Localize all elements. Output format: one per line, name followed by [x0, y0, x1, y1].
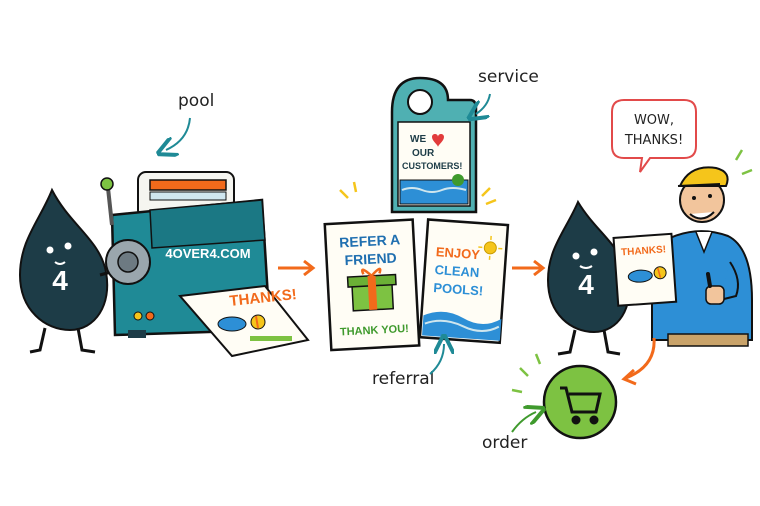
cart-icon: [560, 386, 602, 425]
door-hanger-customers: CUSTOMERS!: [402, 161, 462, 171]
printer-brand: 4OVER4.COM: [165, 246, 250, 261]
speech-line2: THANKS!: [624, 133, 683, 148]
gift-icon: [346, 267, 397, 312]
caption-pool: pool: [178, 91, 214, 111]
pool-card: ENJOY CLEAN POOLS!: [418, 218, 510, 345]
flow-arrow-3: [625, 337, 656, 380]
customer-person: [651, 149, 753, 347]
order-cart-badge: [511, 353, 618, 440]
caption-referral-arrow: [429, 344, 444, 375]
speech-line1: WOW,: [634, 113, 674, 128]
printer-machine: 4OVER4.COM THANKS!: [100, 171, 310, 358]
mascot-right: 4: [546, 199, 631, 356]
caption-order: order: [482, 433, 527, 453]
speech-bubble: WOW, THANKS!: [611, 99, 697, 173]
door-hanger: WE OUR CUSTOMERS!: [390, 76, 478, 214]
caption-referral: referral: [372, 369, 434, 389]
referral-card: REFER A FRIEND THANK YOU!: [323, 218, 421, 352]
heart-icon: [432, 134, 444, 147]
referral-card-footer: THANK YOU!: [340, 323, 409, 339]
pool-card-line2: CLEAN: [434, 262, 480, 280]
flow-arrow-3-head: [621, 368, 637, 386]
mascot-left-number: 4: [52, 265, 68, 296]
caption-order-group: order: [482, 412, 536, 453]
printout-text: THANKS!: [229, 286, 298, 310]
sun-icon: [478, 235, 503, 260]
door-hanger-our: OUR: [412, 148, 435, 159]
held-card-text: THANKS!: [621, 244, 667, 258]
caption-service-arrow: [476, 93, 491, 114]
pool-card-line1: ENJOY: [435, 244, 480, 262]
sparkles-cards: [339, 181, 497, 206]
referral-card-line1: REFER A: [339, 231, 401, 250]
caption-service-group: service: [476, 67, 539, 114]
mascot-right-number: 4: [578, 269, 594, 300]
held-thanks-card: THANKS!: [612, 232, 678, 307]
caption-order-arrow: [511, 412, 536, 433]
door-hanger-we: WE: [410, 134, 426, 145]
flow-arrow-2-head: [533, 259, 546, 277]
caption-pool-arrow: [166, 117, 191, 150]
caption-referral-group: referral: [372, 344, 444, 389]
flow-arrow-1-head: [303, 259, 316, 277]
pool-card-line3: POOLS!: [433, 280, 484, 298]
caption-pool-group: pool: [166, 91, 214, 150]
referral-card-line2: FRIEND: [344, 249, 397, 268]
caption-service: service: [478, 67, 539, 87]
